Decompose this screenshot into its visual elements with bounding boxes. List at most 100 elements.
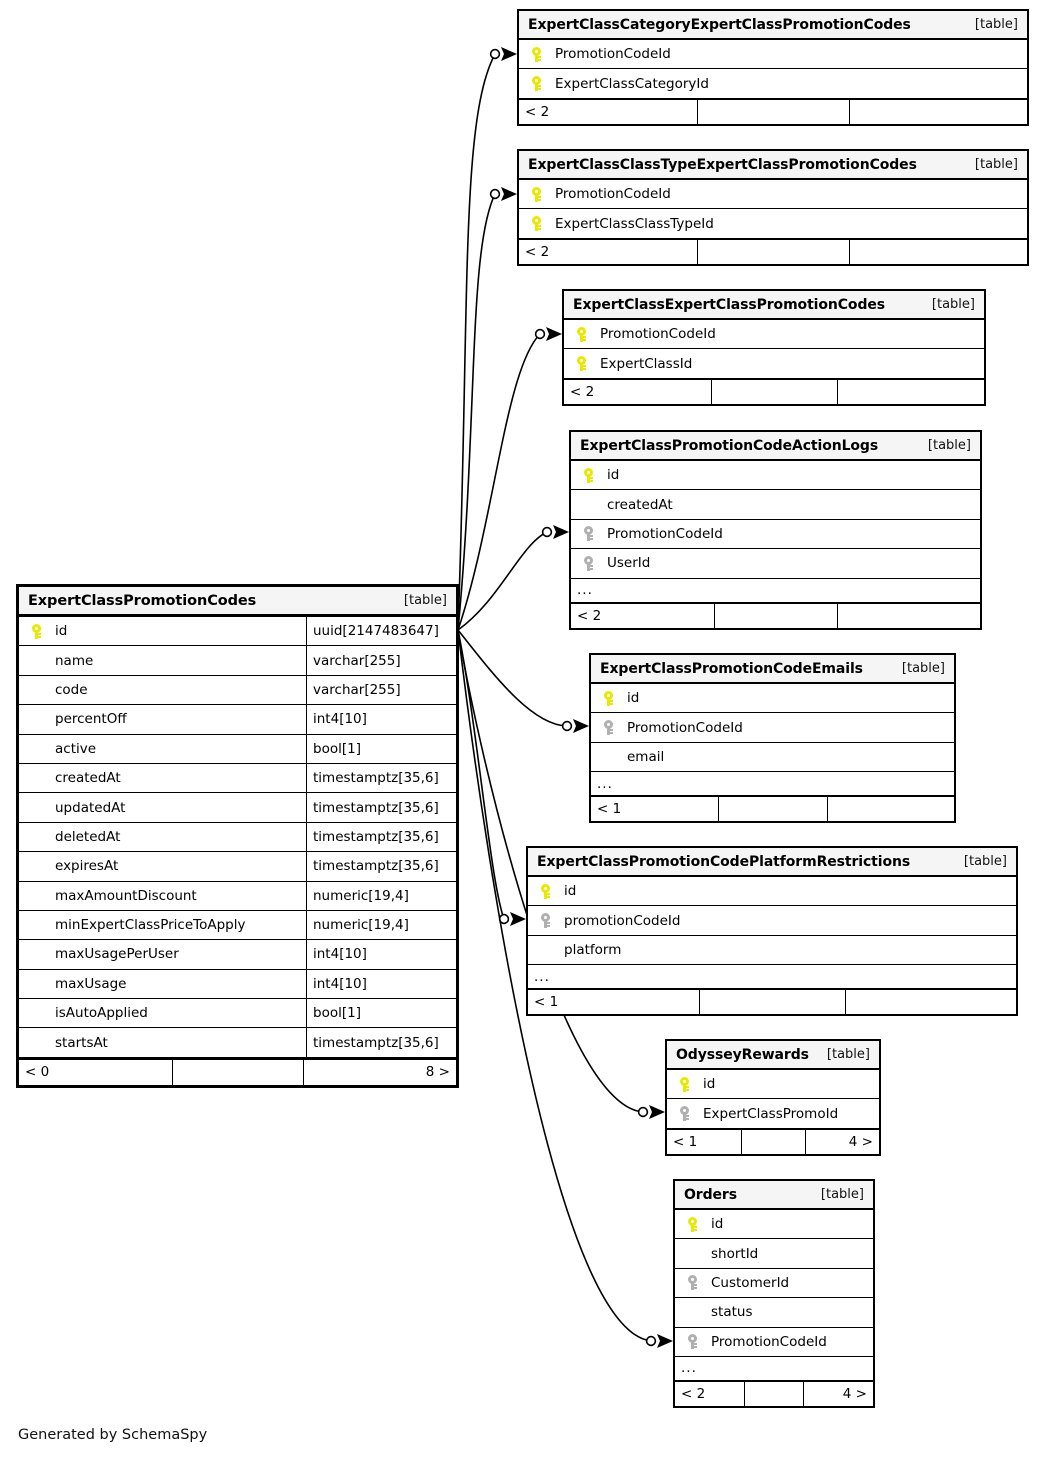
table-row[interactable]: ExpertClassPromoId (667, 1099, 879, 1129)
column-name-cell: deletedAt (19, 823, 306, 851)
table-row[interactable]: shortId (675, 1239, 873, 1269)
table-expertClassPromo[interactable]: ExpertClassExpertClassPromotionCodes[tab… (562, 289, 986, 406)
table-row[interactable]: startsAt timestamptz[35,6] (19, 1028, 456, 1058)
footer-middle (714, 603, 837, 628)
table-header: Orders[table] (675, 1181, 873, 1210)
table-row[interactable]: id (528, 877, 1016, 907)
table-name: ExpertClassPromotionCodes (28, 592, 257, 609)
table-row[interactable]: createdAt (571, 490, 980, 520)
column-label: maxUsage (55, 975, 127, 992)
table-type-tag: [table] (963, 854, 1007, 869)
table-row[interactable]: id (591, 684, 954, 714)
crowsfoot-many-marker (501, 47, 517, 61)
key-slot (570, 326, 592, 342)
table-actionLogs[interactable]: ExpertClassPromotionCodeActionLogs[table… (569, 430, 982, 630)
table-row[interactable]: PromotionCodeId (519, 180, 1027, 210)
table-name: ExpertClassClassTypeExpertClassPromotion… (528, 156, 917, 173)
column-label: PromotionCodeId (555, 46, 671, 63)
crowsfoot-many-marker (573, 719, 589, 733)
footer-incoming-count: < 2 (525, 103, 550, 120)
relationship-line (457, 53, 496, 631)
column-name-cell: id (571, 461, 980, 489)
column-label: createdAt (607, 496, 673, 513)
table-row[interactable]: id (667, 1070, 879, 1100)
column-label: maxAmountDiscount (55, 887, 197, 904)
column-name-cell: PromotionCodeId (519, 40, 1027, 68)
footer-middle (697, 239, 849, 264)
zero-cardinality-marker (489, 48, 501, 60)
pk-key-icon (531, 46, 541, 62)
column-name-cell: PromotionCodeId (519, 180, 1027, 208)
table-row[interactable]: ExpertClassClassTypeId (519, 209, 1027, 239)
column-type: timestamptz[35,6] (313, 1034, 439, 1051)
table-row[interactable]: PromotionCodeId (519, 40, 1027, 70)
crowsfoot-many-marker (510, 912, 526, 926)
key-slot (577, 555, 599, 571)
table-row[interactable]: PromotionCodeId (571, 520, 980, 550)
column-name-cell: maxAmountDiscount (19, 882, 306, 910)
table-row[interactable]: UserId (571, 549, 980, 579)
table-row[interactable]: PromotionCodeId (591, 713, 954, 743)
column-label: shortId (711, 1245, 759, 1262)
table-row[interactable]: CustomerId (675, 1269, 873, 1299)
column-label: startsAt (55, 1034, 108, 1051)
column-name-cell: UserId (571, 549, 980, 577)
table-row[interactable]: PromotionCodeId (564, 320, 984, 350)
key-slot (673, 1076, 695, 1092)
table-row[interactable]: ExpertClassCategoryId (519, 69, 1027, 99)
table-footer: < 2 (519, 98, 1027, 124)
table-row[interactable]: id (571, 461, 980, 491)
column-label: id (711, 1216, 724, 1233)
table-row[interactable]: ExpertClassId (564, 349, 984, 379)
column-name-cell: ExpertClassCategoryId (519, 69, 1027, 97)
table-row[interactable]: email (591, 743, 954, 773)
pk-key-icon (576, 356, 586, 372)
table-categoryPromo[interactable]: ExpertClassCategoryExpertClassPromotionC… (517, 9, 1029, 126)
column-type-cell: int4[10] (306, 705, 456, 734)
table-row[interactable]: status (675, 1298, 873, 1328)
footer-incoming-count: < 2 (577, 607, 602, 624)
pk-key-icon (531, 216, 541, 232)
table-type-tag: [table] (974, 157, 1018, 172)
key-slot (525, 46, 547, 62)
table-row[interactable]: id (675, 1210, 873, 1240)
table-classTypePromo[interactable]: ExpertClassClassTypeExpertClassPromotion… (517, 149, 1029, 266)
column-label: deletedAt (55, 828, 121, 845)
table-footer: < 2 (519, 238, 1027, 264)
zero-cardinality-marker (534, 328, 546, 340)
footer-outgoing-count: 4 > (803, 1381, 873, 1406)
more-columns-ellipsis: ... (571, 579, 980, 603)
column-label: updatedAt (55, 799, 126, 816)
table-header: ExpertClassClassTypeExpertClassPromotion… (519, 151, 1027, 180)
table-row[interactable]: platform (528, 936, 1016, 966)
footer-incoming-count: < 2 (525, 243, 550, 260)
table-footer: < 2 (564, 378, 984, 404)
column-name-cell: createdAt (19, 764, 306, 792)
table-row[interactable]: PromotionCodeId (675, 1328, 873, 1357)
column-type-cell: uuid[2147483647] (306, 617, 456, 646)
column-name-cell: startsAt (19, 1028, 306, 1056)
table-platformRestrictions[interactable]: ExpertClassPromotionCodePlatformRestrict… (526, 846, 1018, 1017)
column-label: id (607, 467, 620, 484)
fk-key-icon (687, 1275, 697, 1291)
table-row[interactable]: promotionCodeId (528, 906, 1016, 936)
column-label: minExpertClassPriceToApply (55, 917, 246, 934)
